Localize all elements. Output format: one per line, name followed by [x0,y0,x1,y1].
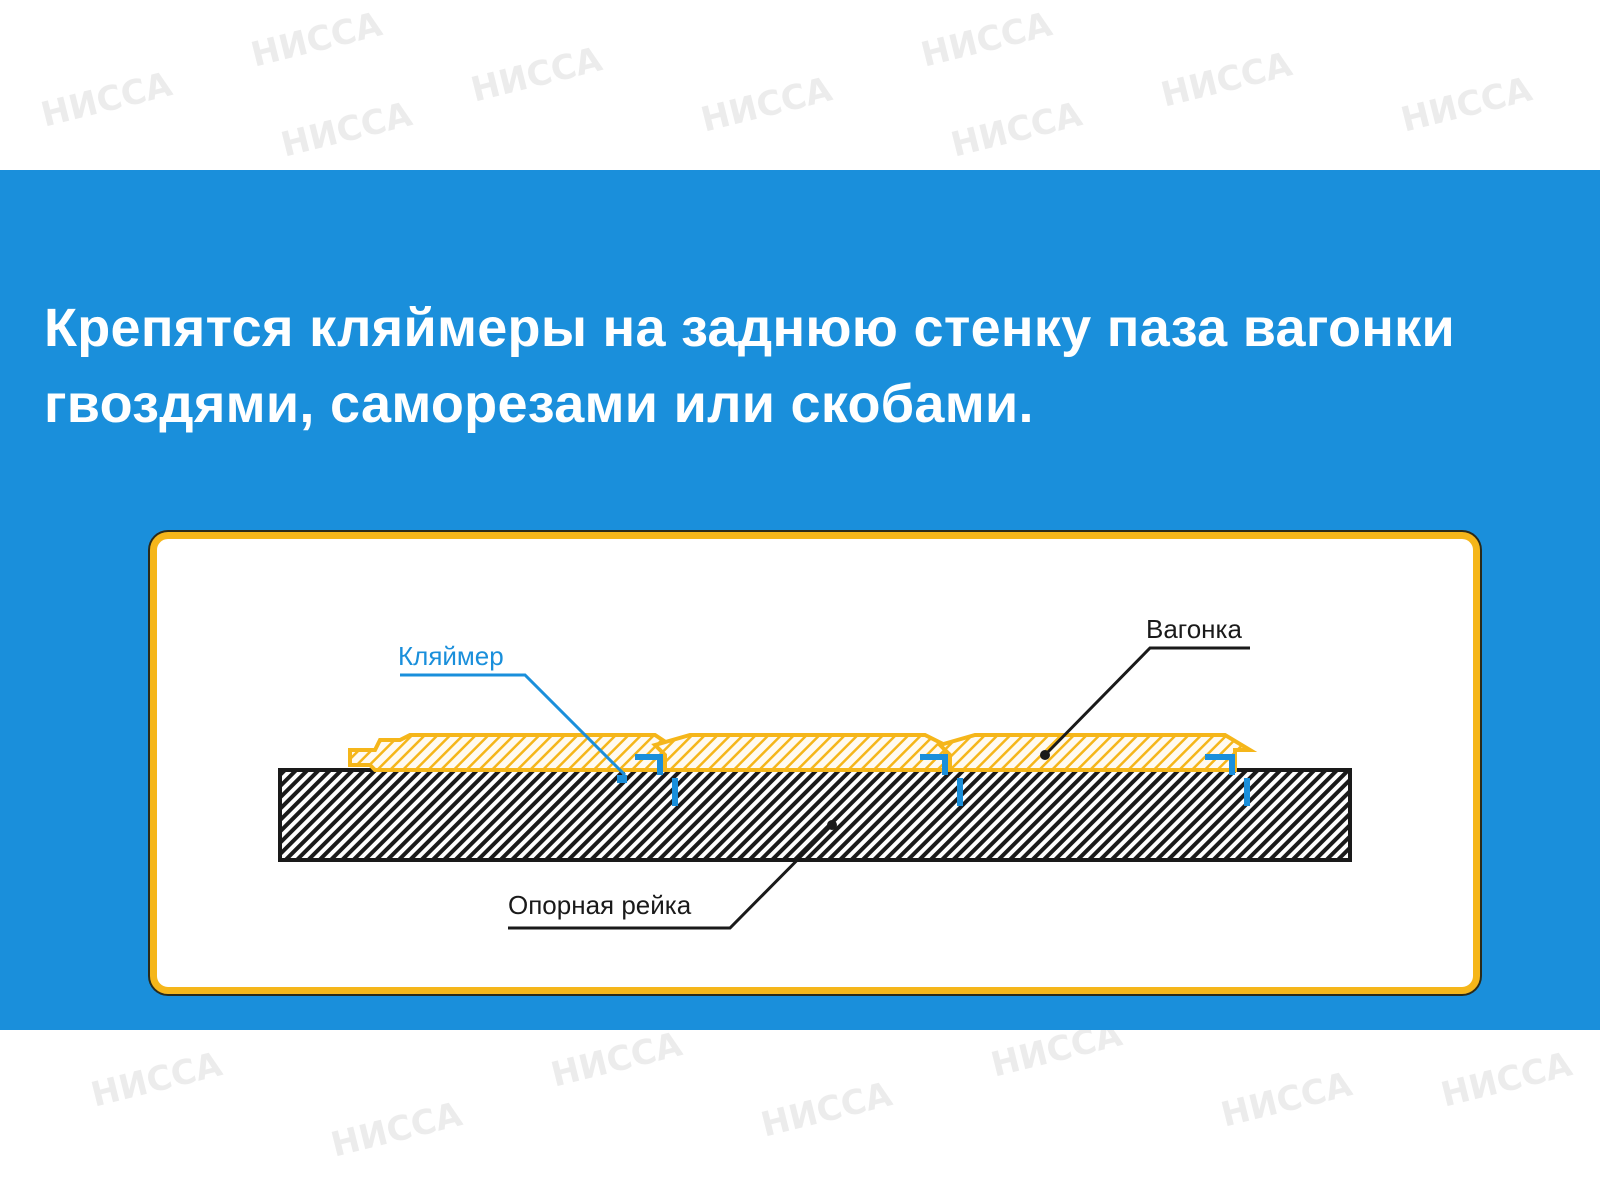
label-panel: Вагонка [1146,614,1242,644]
leader-lines [400,646,1250,930]
label-batten: Опорная рейка [508,890,692,920]
headline-line-2: гвоздями, саморезами или скобами. [44,374,1034,434]
instruction-headline: Крепятся кляймеры на заднюю стенку паза … [44,290,1584,442]
clip-brackets [635,754,1235,775]
screws [617,775,1250,806]
wood-panels [348,733,1258,772]
label-clip: Кляймер [398,641,504,671]
diagram-card [150,532,1480,994]
support-batten [278,768,1352,862]
panel-pointer-dot [1040,750,1050,760]
batten-pointer-dot [827,820,837,830]
headline-line-1: Крепятся кляймеры на заднюю стенку паза … [44,298,1455,358]
